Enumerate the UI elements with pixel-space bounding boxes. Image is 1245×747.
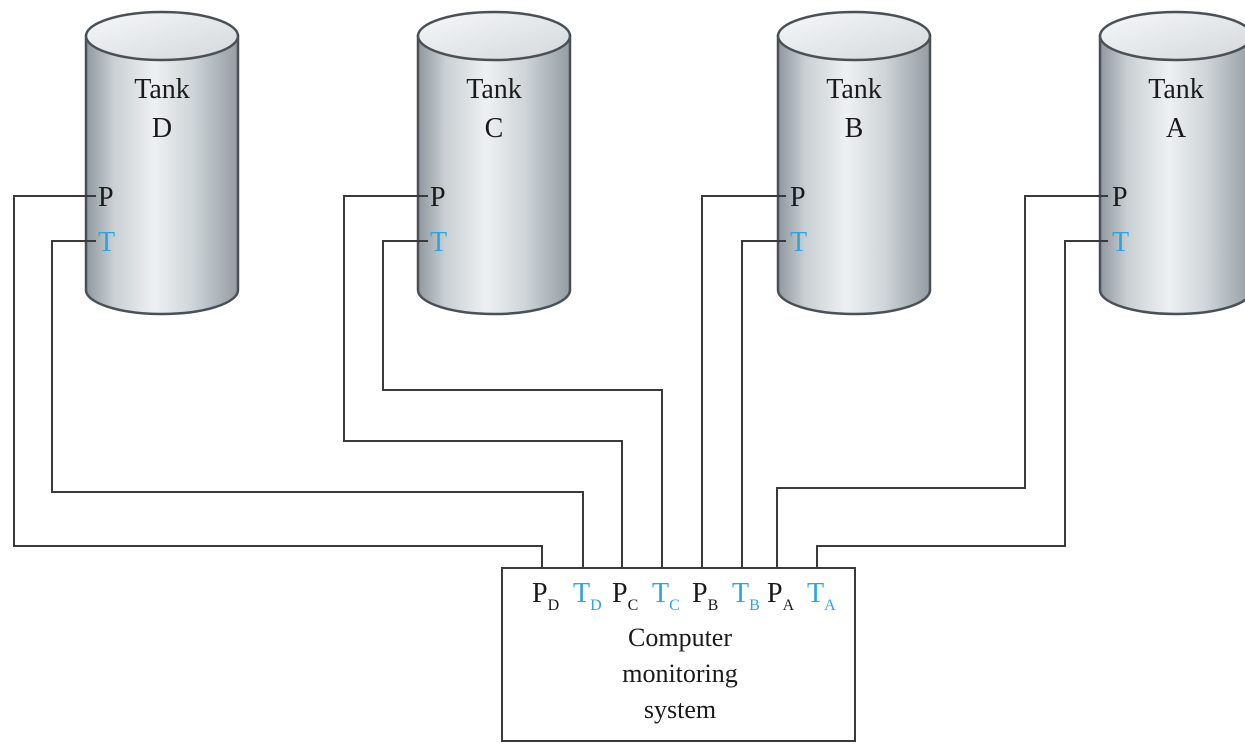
temperature-sensor-label: T <box>430 227 447 258</box>
tank-label-letter: C <box>485 113 504 144</box>
pressure-sensor-label: P <box>430 182 446 213</box>
port-p-a: PA <box>767 578 795 614</box>
computer-box <box>501 567 856 742</box>
wire-pressure-c <box>343 195 623 568</box>
wires <box>13 195 1108 568</box>
tank-label-word: Tank <box>134 74 190 105</box>
temperature-sensor-label: T <box>790 227 807 258</box>
wire-pressure-a <box>776 195 1108 568</box>
port-t-a: TA <box>807 578 836 614</box>
wire-pressure-b <box>701 195 786 568</box>
tank-top <box>416 10 572 62</box>
port-t-b: TB <box>732 578 760 614</box>
tank-label-letter: B <box>845 113 864 144</box>
port-t-d: TD <box>573 578 602 614</box>
wire-temperature-b <box>741 240 786 568</box>
pressure-sensor-label: P <box>790 182 806 213</box>
wire-pressure-d <box>13 195 543 568</box>
port-p-c: PC <box>612 578 638 614</box>
tank-label-word: Tank <box>826 74 882 105</box>
tank-label-letter: A <box>1166 113 1187 144</box>
pressure-sensor-label: P <box>1112 182 1128 213</box>
pressure-sensor-label: P <box>98 182 114 213</box>
tank-label-word: Tank <box>1148 74 1204 105</box>
tank-body <box>776 34 932 316</box>
tank-top <box>776 10 932 62</box>
wire-temperature-a <box>816 240 1108 568</box>
tank-top <box>84 10 240 62</box>
computer-label-line-1: Computer <box>628 623 732 652</box>
port-t-c: TC <box>652 578 680 614</box>
port-p-d: PD <box>532 578 559 614</box>
temperature-sensor-label: T <box>1112 227 1129 258</box>
tank-label-word: Tank <box>466 74 522 105</box>
port-p-b: PB <box>692 578 718 614</box>
computer-label-line-2: monitoring <box>622 659 738 688</box>
tank-body <box>416 34 572 316</box>
wire-temperature-d <box>51 240 584 568</box>
temperature-sensor-label: T <box>98 227 115 258</box>
wire-temperature-c <box>382 240 663 568</box>
tank-body <box>84 34 240 316</box>
tank-top <box>1098 10 1245 62</box>
computer-label-line-3: system <box>644 695 716 724</box>
tank-label-letter: D <box>152 113 172 144</box>
tank-body <box>1098 34 1245 316</box>
